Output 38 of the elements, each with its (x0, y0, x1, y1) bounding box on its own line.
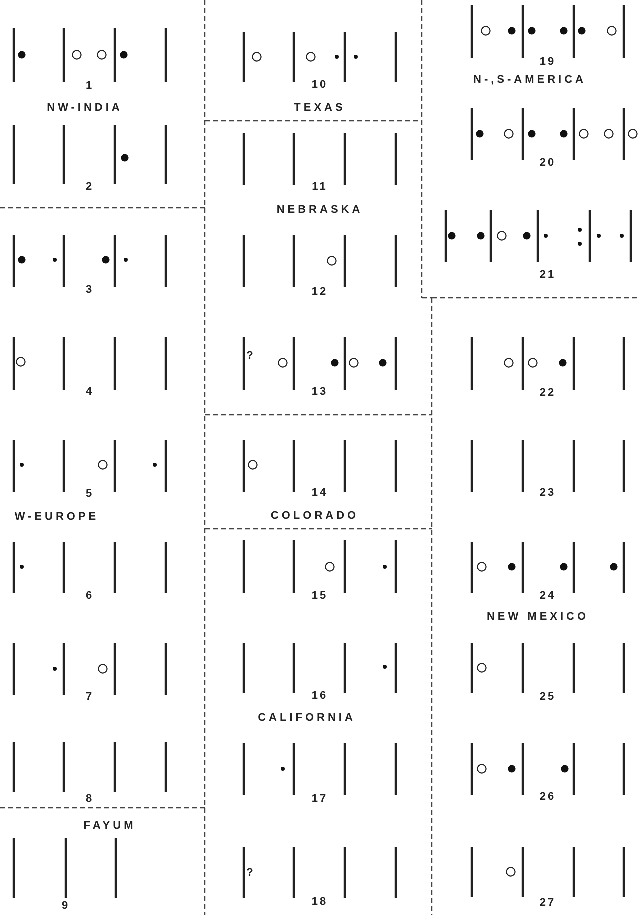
section-number: 14 (312, 487, 328, 499)
section-number: 15 (312, 590, 328, 602)
section-number: 1 (86, 80, 94, 92)
section-number: 13 (312, 386, 328, 398)
section-number: 8 (86, 793, 94, 805)
section-number: 11 (312, 181, 328, 193)
section-number: 10 (312, 79, 328, 91)
region-name: NW-INDIA (47, 102, 123, 114)
section-number: 22 (540, 387, 556, 399)
region-name: FAYUM (84, 820, 136, 832)
section-number: 24 (540, 590, 556, 602)
section-number: 4 (86, 386, 94, 398)
region-name: W-EUROPE (14, 511, 100, 523)
section-number: 21 (540, 269, 556, 281)
section-number: 27 (540, 897, 556, 909)
section-number: 19 (540, 56, 556, 68)
question-mark: ? (246, 350, 254, 362)
region-name: NEW MEXICO (486, 611, 590, 623)
section-number: 18 (312, 896, 328, 908)
section-number: 25 (540, 691, 556, 703)
section-number: 12 (312, 286, 328, 298)
question-mark: ? (246, 867, 254, 879)
region-name: NEBRASKA (276, 204, 364, 216)
section-number: 2 (86, 181, 94, 193)
region-name: TEXAS (294, 102, 346, 114)
section-number: 20 (540, 157, 556, 169)
region-name: N-,S-AMERICA (474, 74, 586, 86)
section-number: 23 (540, 487, 556, 499)
section-number: 5 (86, 488, 94, 500)
section-number: 17 (312, 793, 328, 805)
section-number: 7 (86, 691, 94, 703)
section-number: 26 (540, 791, 556, 803)
section-number: 16 (312, 690, 328, 702)
section-number: 9 (62, 900, 70, 912)
region-name: COLORADO (270, 510, 360, 522)
section-number: 6 (86, 590, 94, 602)
section-number: 3 (86, 284, 94, 296)
region-name: CALIFORNIA (258, 712, 356, 724)
